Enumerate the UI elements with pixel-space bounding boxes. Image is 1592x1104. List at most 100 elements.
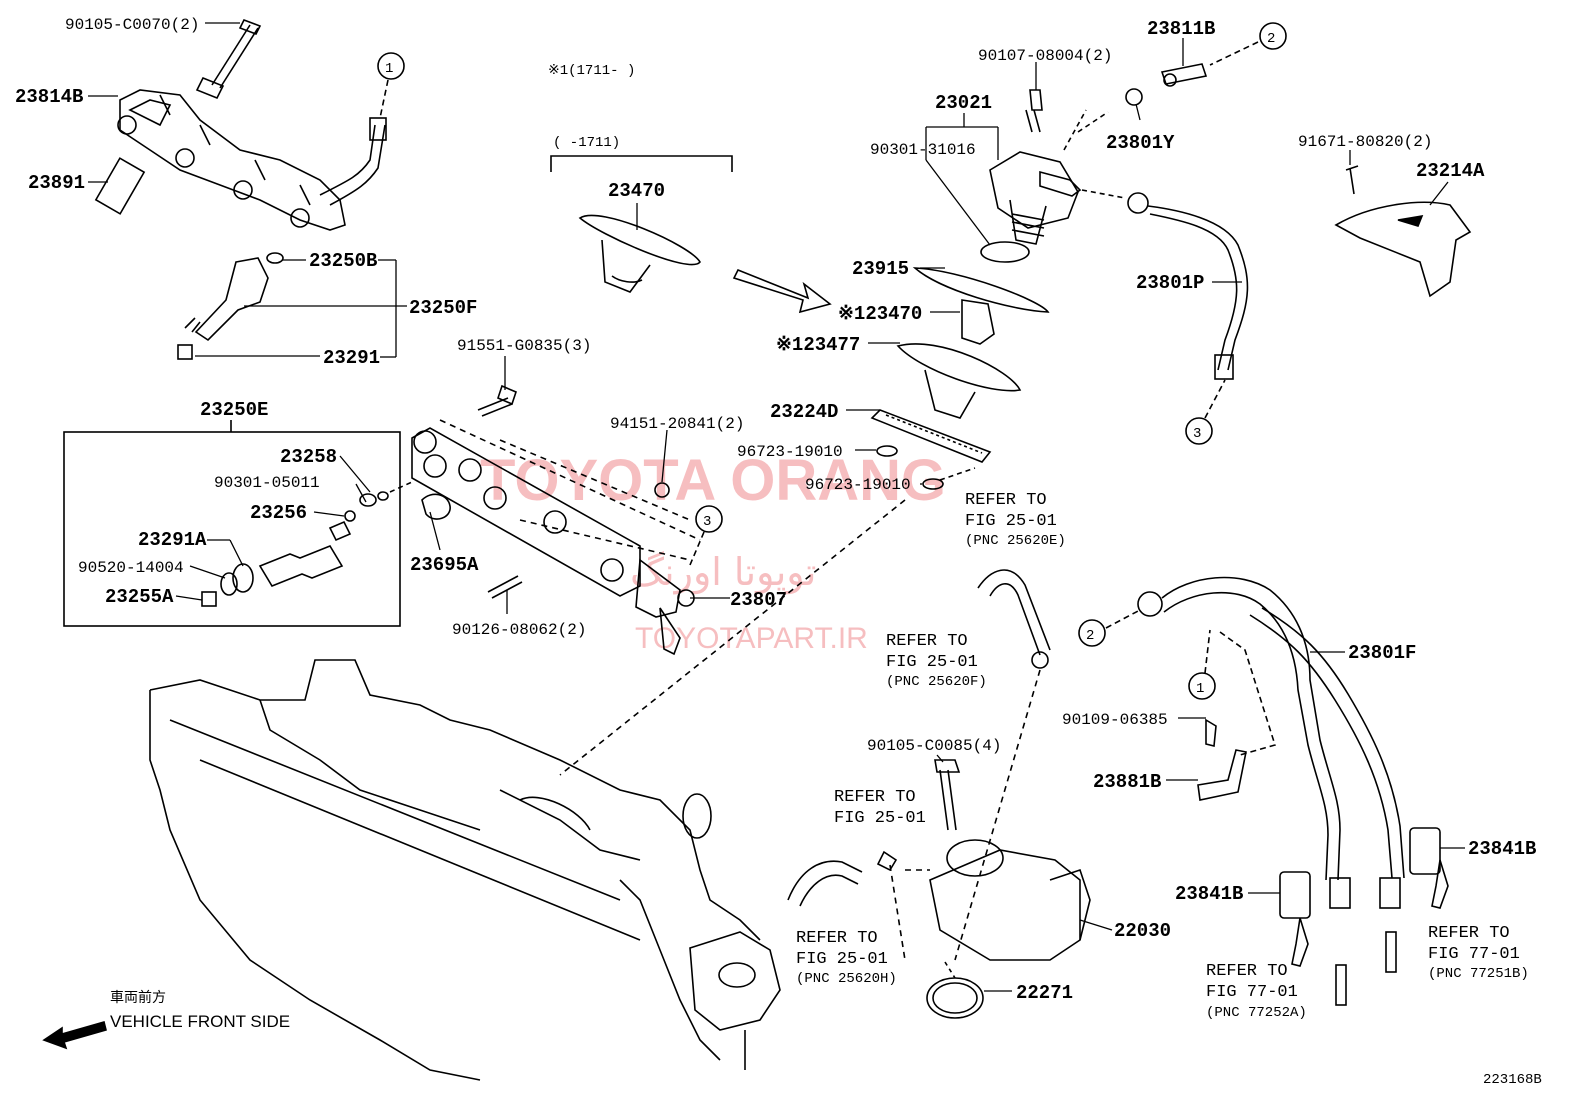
refer-block-25620h: REFER TO FIG 25-01 (PNC 25620H) [796, 929, 897, 987]
pipe-stub-77251b [1385, 931, 1397, 973]
label-90105-c0070: 90105-C0070(2) [65, 16, 199, 34]
svg-text:2: 2 [1086, 628, 1094, 644]
pipe-23801f [1137, 576, 1405, 909]
callout-3-right: 3 [1185, 379, 1226, 445]
refer-block-25620f: REFER TO FIG 25-01 (PNC 25620F) [886, 632, 987, 690]
label-23814b: 23814B [15, 86, 83, 108]
svg-text:REFER TO: REFER TO [1206, 962, 1288, 981]
label-91551-g0835: 91551-G0835(3) [457, 337, 591, 355]
label-90301-31016: 90301-31016 [870, 141, 976, 159]
label-23250e: 23250E [200, 399, 268, 421]
refer-block-25620e: REFER TO FIG 25-01 (PNC 25620E) [965, 491, 1066, 549]
svg-text:(PNC 25620F): (PNC 25620F) [886, 674, 987, 690]
refer-block-25-01: REFER TO FIG 25-01 [834, 788, 926, 828]
watermark-arabic: تويوتا اورنگ [630, 550, 817, 595]
label-22030: 22030 [1114, 920, 1171, 942]
arrow-new-parts [732, 268, 832, 314]
svg-text:FIG 25-01: FIG 25-01 [834, 809, 926, 828]
svg-text:1: 1 [1196, 681, 1204, 697]
svg-text:REFER TO: REFER TO [834, 788, 916, 807]
label-23807: 23807 [730, 589, 787, 611]
label-23291a: 23291A [138, 529, 207, 551]
label-90301-05011: 90301-05011 [214, 474, 320, 492]
svg-text:(PNC 25620E): (PNC 25620E) [965, 533, 1066, 549]
throttle-body [876, 759, 1091, 1019]
connector-23841b-left [1279, 871, 1311, 967]
svg-text:FIG 25-01: FIG 25-01 [965, 512, 1057, 531]
dashed-leaders [559, 499, 1041, 961]
svg-text:(PNC 25620H): (PNC 25620H) [796, 971, 897, 987]
label-23021: 23021 [935, 92, 992, 114]
label-22271: 22271 [1016, 982, 1073, 1004]
label-23255a: 23255A [105, 586, 174, 608]
svg-text:REFER TO: REFER TO [796, 929, 878, 948]
label-94151-20841: 94151-20841(2) [610, 415, 744, 433]
svg-text:FIG 77-01: FIG 77-01 [1428, 945, 1520, 964]
label-23881b: 23881B [1093, 771, 1161, 793]
bracket-23214a [1334, 165, 1472, 298]
svg-text:※1(1711- ): ※1(1711- ) [548, 63, 635, 79]
bracket-23881b [1197, 718, 1247, 801]
svg-text:3: 3 [1193, 426, 1201, 442]
label-23891: 23891 [28, 172, 85, 194]
label-23250b: 23250B [309, 250, 377, 272]
injector-kit-box [63, 420, 413, 627]
svg-text:1: 1 [385, 61, 393, 77]
label-23250f: 23250F [409, 297, 477, 319]
watermark: TOYOTA ORANG تويوتا اورنگ TOYOTAPART.IR [480, 448, 946, 655]
label-90105-c0085: 90105-C0085(4) [867, 737, 1001, 755]
label-23256: 23256 [250, 502, 307, 524]
pump-stack [870, 267, 1050, 490]
label-91671-80820: 91671-80820(2) [1298, 133, 1432, 151]
svg-text:REFER TO: REFER TO [1428, 924, 1510, 943]
label-23214a: 23214A [1416, 160, 1485, 182]
svg-text:(PNC 77252A): (PNC 77252A) [1206, 1005, 1307, 1021]
label-23224d: 23224D [770, 401, 838, 423]
label-96723-19010-a: 96723-19010 [737, 443, 843, 461]
refer-block-77252a: REFER TO FIG 77-01 (PNC 77252A) [1206, 962, 1307, 1021]
leader-lines [88, 22, 1465, 992]
part-labels: 90105-C0070(2) 23814B 23891 23250B 23250… [15, 16, 1542, 1088]
svg-text:( -1711): ( -1711) [553, 135, 620, 151]
callout-3-mid: 3 [689, 505, 723, 566]
label-23258: 23258 [280, 446, 337, 468]
watermark-site: TOYOTAPART.IR [635, 622, 868, 655]
pipe-23801p [1081, 189, 1249, 380]
watermark-title: TOYOTA ORANG [480, 448, 946, 513]
callout-2-lower: 2 [1078, 609, 1141, 647]
engine-block [149, 659, 781, 1081]
label-23841b-left: 23841B [1175, 883, 1243, 905]
svg-text:(PNC 77251B): (PNC 77251B) [1428, 966, 1529, 982]
callout-1-lower: 1 [1188, 629, 1216, 700]
date-bracket: ※1(1711- ) ( -1711) [548, 63, 733, 172]
label-90520-14004: 90520-14004 [78, 559, 184, 577]
label-23811b: 23811B [1147, 18, 1215, 40]
label-23841b-right: 23841B [1468, 838, 1536, 860]
direction-english: VEHICLE FRONT SIDE [110, 1012, 290, 1031]
high-pressure-pump [980, 63, 1208, 263]
svg-text:3: 3 [703, 514, 711, 530]
figure-code: 223168B [1483, 1072, 1542, 1088]
label-23470: 23470 [608, 180, 665, 202]
label-90109-06385: 90109-06385 [1062, 711, 1168, 729]
hose-25620e [977, 569, 1051, 669]
svg-text:2: 2 [1267, 31, 1275, 47]
label-96723-19010-b: 96723-19010 [805, 476, 911, 494]
svg-text:FIG 77-01: FIG 77-01 [1206, 983, 1298, 1002]
hose-25620h [787, 860, 863, 907]
svg-text:FIG 25-01: FIG 25-01 [886, 653, 978, 672]
callout-2-top: 2 [1209, 22, 1287, 66]
part-23470-old [578, 214, 701, 293]
fuel-rail-23807 [411, 384, 701, 656]
label-23470-new: ※123470 [838, 303, 922, 325]
label-23291: 23291 [323, 347, 380, 369]
callout-1-top: 1 [377, 52, 405, 119]
svg-text:REFER TO: REFER TO [886, 632, 968, 651]
connector-23841b-right [1409, 827, 1449, 909]
vehicle-front-arrow: 車両前方 VEHICLE FRONT SIDE [42, 989, 290, 1050]
label-23801f: 23801F [1348, 642, 1416, 664]
svg-text:FIG 25-01: FIG 25-01 [796, 950, 888, 969]
svg-text:REFER TO: REFER TO [965, 491, 1047, 510]
